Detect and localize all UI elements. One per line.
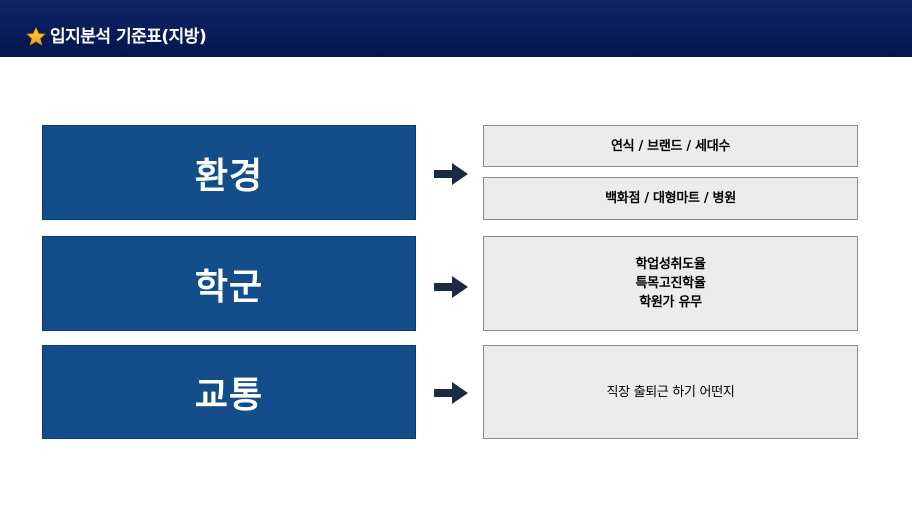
category-environment: 환경	[42, 125, 416, 220]
page-title-text: 입지분석 기준표(지방)	[50, 26, 207, 47]
page-title: 입지분석 기준표(지방)	[25, 24, 207, 50]
arrow-right-icon	[434, 163, 468, 185]
detail-text: 학원가 유무	[639, 295, 702, 310]
star-icon	[26, 27, 46, 46]
category-school: 학군	[42, 236, 416, 331]
detail-box-environment-1: 연식 / 브랜드 / 세대수	[483, 125, 858, 167]
category-transport: 교통	[42, 345, 416, 439]
detail-text: 특목고진학율	[635, 276, 706, 291]
category-label: 교통	[194, 375, 264, 416]
detail-text: 백화점 / 대형마트 / 병원	[605, 191, 736, 206]
detail-box-environment-2: 백화점 / 대형마트 / 병원	[483, 177, 858, 220]
detail-text: 연식 / 브랜드 / 세대수	[610, 138, 731, 154]
arrow-right-icon	[434, 276, 468, 298]
header-bar: 입지분석 기준표(지방)	[0, 0, 912, 57]
detail-text: 직장 출퇴근 하기 어떤지	[606, 384, 735, 400]
detail-text: 학업성취도율	[635, 257, 706, 272]
arrow-right-icon	[434, 382, 468, 404]
category-label: 학군	[194, 266, 264, 308]
detail-box-school: 학업성취도율 특목고진학율 학원가 유무	[483, 236, 858, 331]
category-label: 환경	[194, 155, 264, 197]
detail-box-transport: 직장 출퇴근 하기 어떤지	[483, 345, 858, 439]
